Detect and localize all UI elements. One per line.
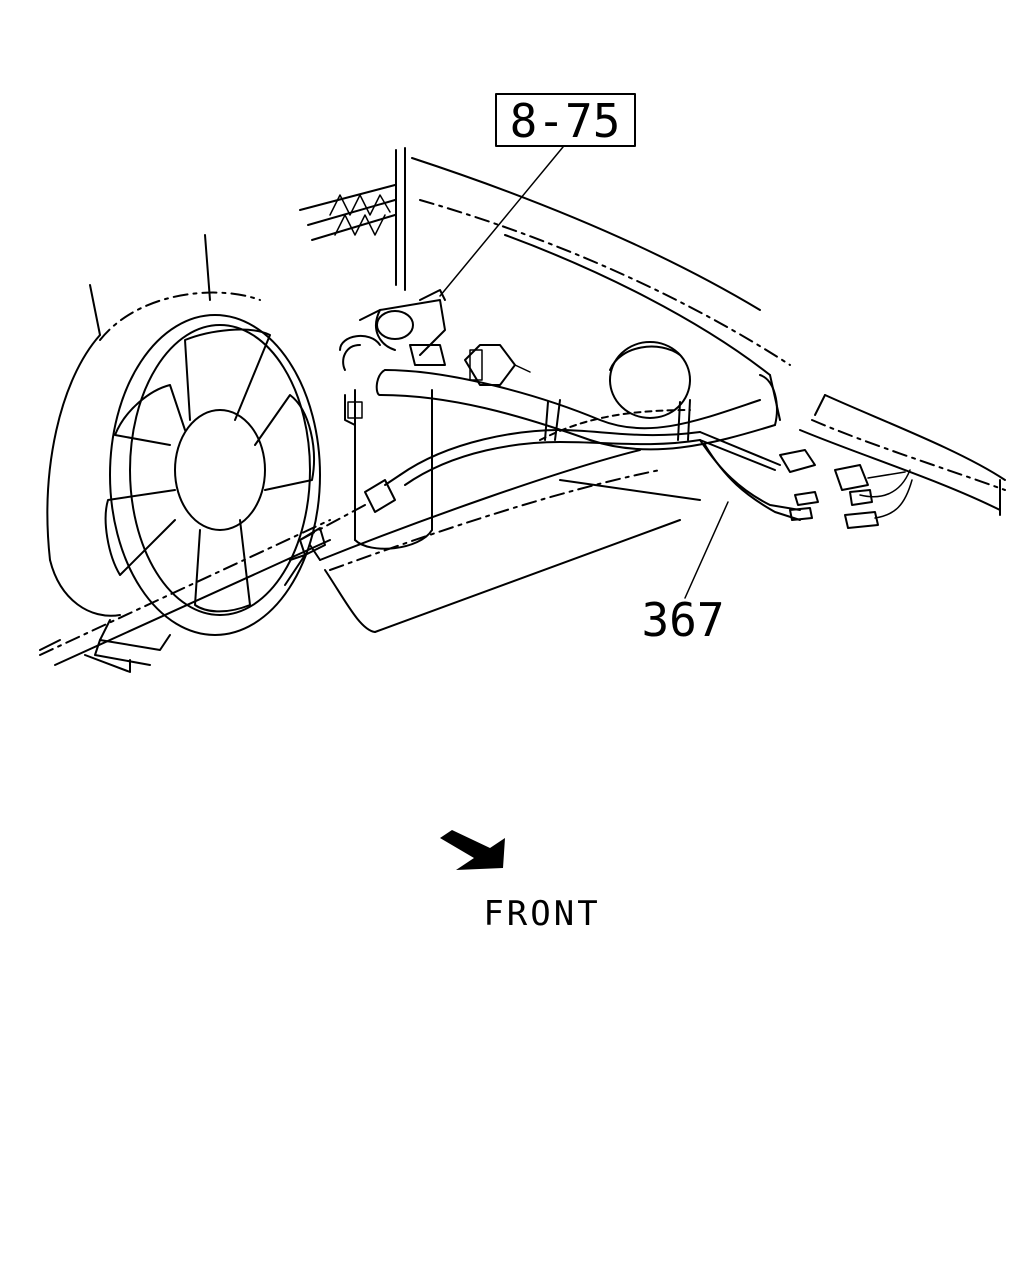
callout-harness-label: 367 [641, 593, 724, 647]
callout-ref-label: 8-75 [510, 94, 621, 148]
right-body-outline [799, 394, 1006, 516]
cooling-fan [39, 234, 331, 673]
front-direction-arrow-icon [440, 830, 505, 870]
wiring-harness [299, 399, 913, 541]
ac-hoses [375, 341, 778, 451]
leader-line-ref [439, 146, 564, 297]
leader-line-harness [684, 501, 729, 599]
body-panel-outline [299, 147, 791, 421]
front-label: FRONT [483, 894, 600, 934]
callout-box [495, 93, 636, 147]
callout-ref-part: 8-75 [495, 93, 636, 148]
receiver-drier [339, 289, 446, 550]
